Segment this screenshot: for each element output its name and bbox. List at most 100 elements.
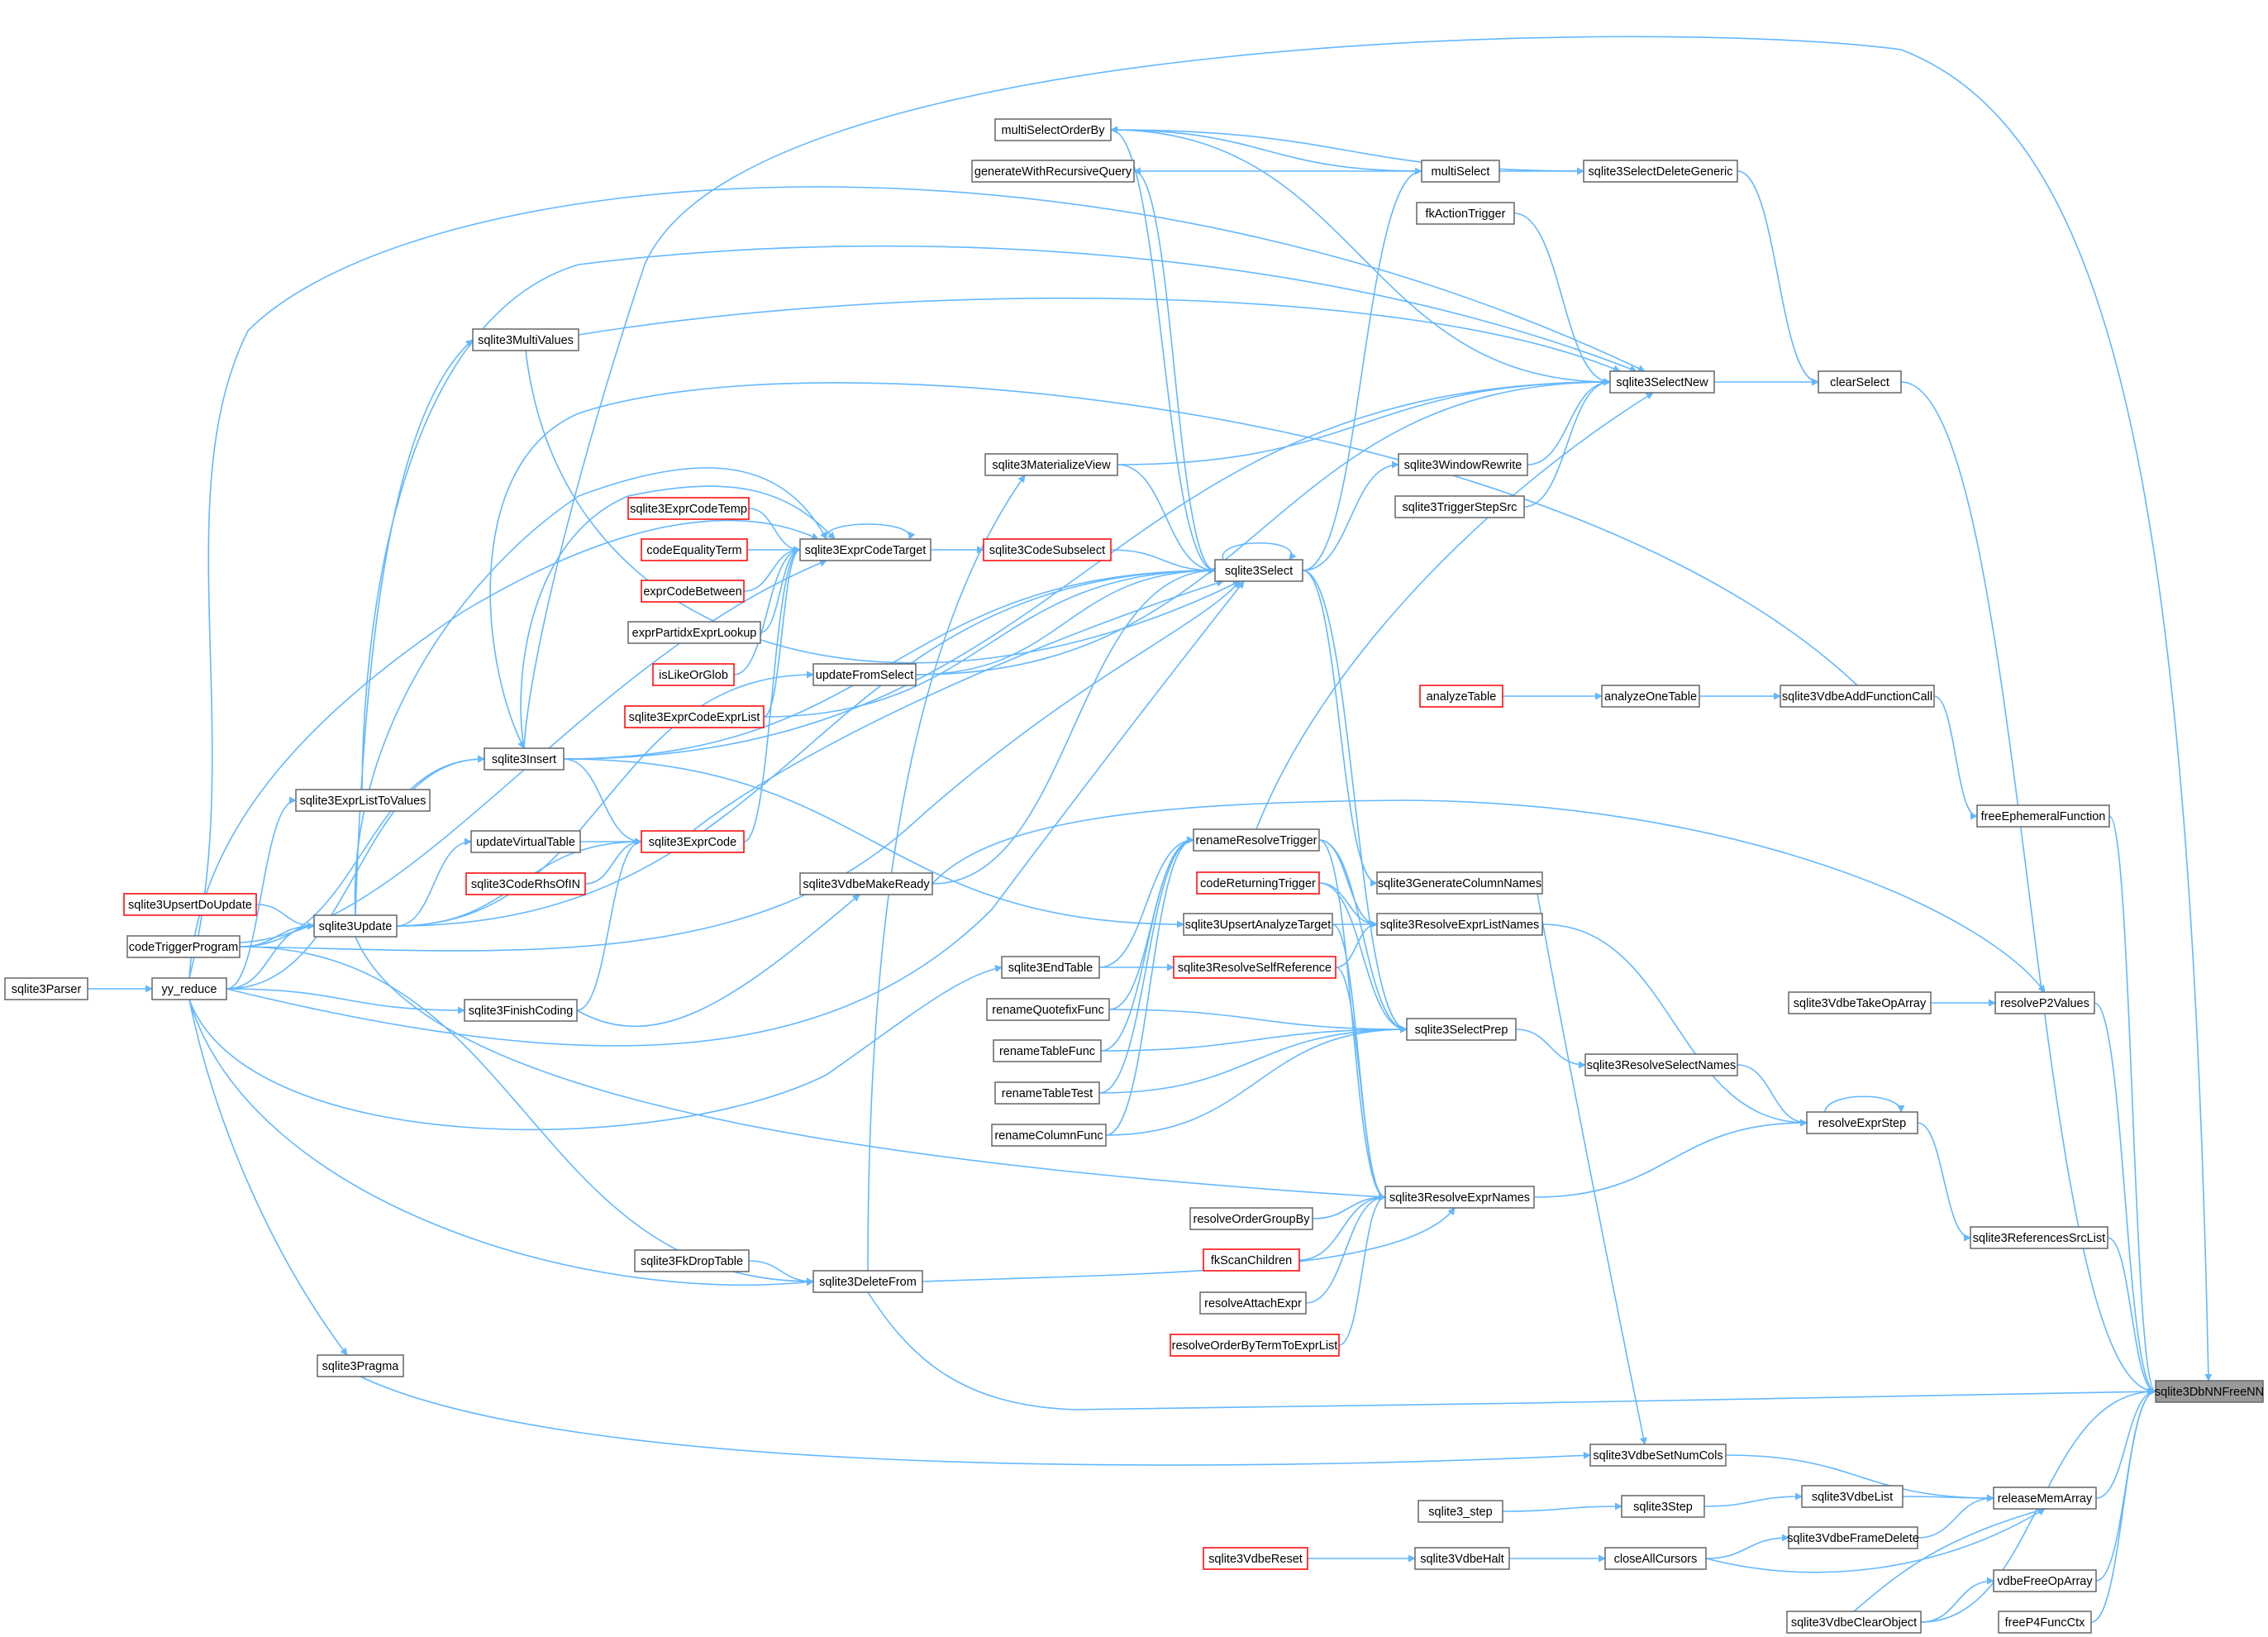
node-box[interactable] xyxy=(1203,1547,1308,1570)
node-box[interactable] xyxy=(799,872,933,895)
node-box[interactable] xyxy=(1583,160,1738,183)
node-sqlite3Insert[interactable]: sqlite3Insert xyxy=(484,747,565,771)
node-sqlite3Select[interactable]: sqlite3Select xyxy=(1214,559,1303,582)
node-box[interactable] xyxy=(472,328,579,351)
node-updateFromSelect[interactable]: updateFromSelect xyxy=(812,663,917,686)
node-yy_reduce[interactable]: yy_reduce xyxy=(151,977,227,1000)
node-box[interactable] xyxy=(317,1354,404,1377)
node-box[interactable] xyxy=(1384,1186,1535,1209)
node-box[interactable] xyxy=(1818,370,1902,394)
node-sqlite3ResolveSelectNames[interactable]: sqlite3ResolveSelectNames xyxy=(1584,1053,1738,1076)
node-multiSelect[interactable]: multiSelect xyxy=(1421,160,1500,183)
node-box[interactable] xyxy=(812,1270,923,1293)
node-sqlite3Update[interactable]: sqlite3Update xyxy=(313,914,398,938)
node-box[interactable] xyxy=(1406,1018,1517,1041)
node-box[interactable] xyxy=(1604,1547,1707,1570)
node-fkScanChildren[interactable]: fkScanChildren xyxy=(1203,1248,1300,1272)
node-box[interactable] xyxy=(151,977,227,1000)
node-renameQuotefixFunc[interactable]: renameQuotefixFunc xyxy=(986,998,1110,1021)
node-exprPartidxExprLookup[interactable]: exprPartidxExprLookup xyxy=(627,621,761,644)
node-box[interactable] xyxy=(1196,871,1320,895)
node-sqlite3ExprCodeTarget[interactable]: sqlite3ExprCodeTarget xyxy=(799,538,932,561)
node-box[interactable] xyxy=(994,1081,1100,1105)
node-box[interactable] xyxy=(1001,956,1100,979)
node-box[interactable] xyxy=(1993,1569,2097,1592)
node-box[interactable] xyxy=(799,538,932,561)
node-box[interactable] xyxy=(1584,1053,1738,1076)
node-box[interactable] xyxy=(464,999,578,1022)
node-box[interactable] xyxy=(1601,685,1700,708)
node-releaseMemArray[interactable]: releaseMemArray xyxy=(1993,1487,2097,1510)
node-sqlite3UpsertAnalyzeTarget[interactable]: sqlite3UpsertAnalyzeTarget xyxy=(1183,913,1333,936)
node-sqlite3CodeSubselect[interactable]: sqlite3CodeSubselect xyxy=(983,538,1112,561)
node-resolveExprStep[interactable]: resolveExprStep xyxy=(1806,1111,1918,1134)
node-vdbeFreeOpArray[interactable]: vdbeFreeOpArray xyxy=(1993,1569,2097,1592)
node-sqlite3SelectNew[interactable]: sqlite3SelectNew xyxy=(1609,370,1715,394)
node-box[interactable] xyxy=(1183,913,1333,936)
node-exprCodeBetween[interactable]: exprCodeBetween xyxy=(641,580,745,603)
node-sqlite3TriggerStepSrc[interactable]: sqlite3TriggerStepSrc xyxy=(1394,495,1525,518)
node-analyzeTable[interactable]: analyzeTable xyxy=(1419,685,1503,708)
node-box[interactable] xyxy=(1419,685,1503,708)
node-box[interactable] xyxy=(1993,1487,2097,1510)
node-sqlite3VdbeSetNumCols[interactable]: sqlite3VdbeSetNumCols xyxy=(1589,1444,1727,1467)
node-sqlite3VdbeReset[interactable]: sqlite3VdbeReset xyxy=(1203,1547,1308,1570)
node-box[interactable] xyxy=(1193,828,1320,852)
node-codeReturningTrigger[interactable]: codeReturningTrigger xyxy=(1196,871,1320,895)
node-box[interactable] xyxy=(1970,1226,2108,1249)
node-box[interactable] xyxy=(1398,453,1528,476)
node-sqlite3MultiValues[interactable]: sqlite3MultiValues xyxy=(472,328,579,351)
node-isLikeOrGlob[interactable]: isLikeOrGlob xyxy=(652,663,735,686)
node-box[interactable] xyxy=(1376,871,1543,895)
node-sqlite3Pragma[interactable]: sqlite3Pragma xyxy=(317,1354,404,1377)
node-box[interactable] xyxy=(652,663,735,686)
node-box[interactable] xyxy=(1609,370,1715,394)
node-box[interactable] xyxy=(1998,1611,2092,1634)
node-box[interactable] xyxy=(4,977,88,1000)
node-box[interactable] xyxy=(1418,1500,1503,1523)
node-sqlite3VdbeFrameDelete[interactable]: sqlite3VdbeFrameDelete xyxy=(1787,1526,1919,1549)
node-box[interactable] xyxy=(627,497,750,520)
node-box[interactable] xyxy=(465,872,586,895)
node-codeTriggerProgram[interactable]: codeTriggerProgram xyxy=(126,935,241,958)
node-box[interactable] xyxy=(313,914,398,938)
node-box[interactable] xyxy=(994,118,1112,141)
node-sqlite3ExprCodeTemp[interactable]: sqlite3ExprCodeTemp xyxy=(627,497,750,520)
node-box[interactable] xyxy=(1421,160,1500,183)
node-codeEqualityTerm[interactable]: codeEqualityTerm xyxy=(641,538,748,561)
node-sqlite3ExprCode[interactable]: sqlite3ExprCode xyxy=(641,830,745,853)
node-box[interactable] xyxy=(1788,991,1932,1014)
node-box[interactable] xyxy=(1788,1526,1918,1549)
node-renameTableFunc[interactable]: renameTableFunc xyxy=(993,1039,1102,1062)
node-box[interactable] xyxy=(812,663,917,686)
node-sqlite3MaterializeView[interactable]: sqlite3MaterializeView xyxy=(984,453,1118,476)
node-box[interactable] xyxy=(984,453,1118,476)
node-box[interactable] xyxy=(2155,1380,2264,1403)
node-sqlite3GenerateColumnNames[interactable]: sqlite3GenerateColumnNames xyxy=(1376,871,1543,895)
node-box[interactable] xyxy=(1976,804,2110,828)
node-box[interactable] xyxy=(634,1249,750,1272)
node-sqlite3ResolveSelfReference[interactable]: sqlite3ResolveSelfReference xyxy=(1173,956,1336,979)
node-box[interactable] xyxy=(1994,991,2095,1014)
node-box[interactable] xyxy=(1189,1207,1313,1230)
node-sqlite3VdbeHalt[interactable]: sqlite3VdbeHalt xyxy=(1414,1547,1510,1570)
node-box[interactable] xyxy=(1801,1485,1904,1508)
node-box[interactable] xyxy=(971,160,1135,183)
node-renameColumnFunc[interactable]: renameColumnFunc xyxy=(991,1124,1107,1147)
node-box[interactable] xyxy=(1394,495,1525,518)
node-sqlite3VdbeTakeOpArray[interactable]: sqlite3VdbeTakeOpArray xyxy=(1788,991,1932,1014)
node-sqlite3ReferencesSrcList[interactable]: sqlite3ReferencesSrcList xyxy=(1970,1226,2108,1249)
node-box[interactable] xyxy=(1414,1547,1510,1570)
node-box[interactable] xyxy=(624,705,765,728)
node-sqlite3ResolveExprNames[interactable]: sqlite3ResolveExprNames xyxy=(1384,1186,1535,1209)
node-box[interactable] xyxy=(641,830,745,853)
node-sqlite3SelectDeleteGeneric[interactable]: sqlite3SelectDeleteGeneric xyxy=(1583,160,1738,183)
node-box[interactable] xyxy=(1780,685,1935,708)
node-box[interactable] xyxy=(1203,1248,1300,1272)
node-fkActionTrigger[interactable]: fkActionTrigger xyxy=(1416,202,1515,225)
node-resolveOrderByTermToExprList[interactable]: resolveOrderByTermToExprList xyxy=(1170,1334,1340,1357)
node-box[interactable] xyxy=(126,935,241,958)
node-sqlite3VdbeClearObject[interactable]: sqlite3VdbeClearObject xyxy=(1786,1611,1922,1634)
node-box[interactable] xyxy=(991,1124,1107,1147)
node-box[interactable] xyxy=(641,580,745,603)
